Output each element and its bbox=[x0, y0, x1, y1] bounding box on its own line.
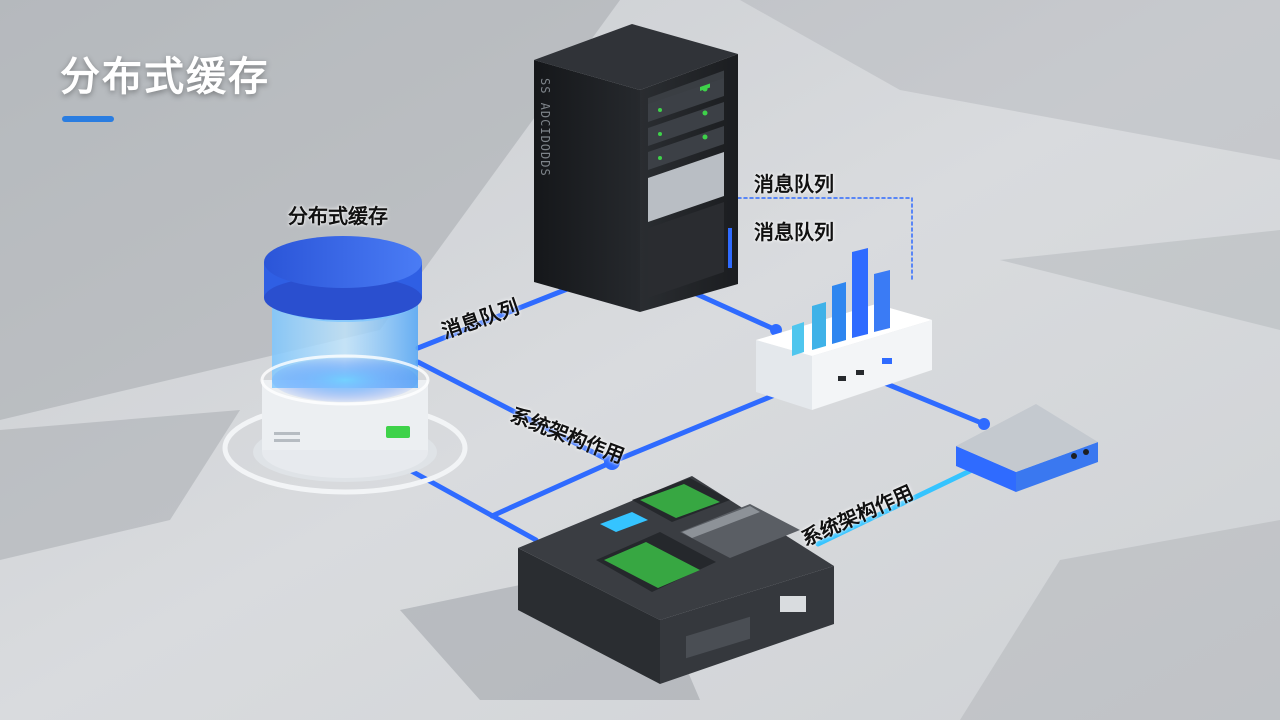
shadow-area bbox=[740, 0, 1280, 160]
shadow-area bbox=[0, 0, 620, 420]
link-analytics-router bbox=[879, 379, 987, 427]
network-switch-icon bbox=[518, 476, 834, 684]
link-hub-analytics bbox=[609, 389, 785, 465]
link-node bbox=[604, 454, 620, 470]
link-server-analytics bbox=[689, 289, 779, 333]
dashed-callout bbox=[737, 197, 913, 283]
bar-chart-device-icon bbox=[756, 248, 932, 410]
router-box-icon bbox=[956, 404, 1098, 492]
message-queue-label: 消息队列 bbox=[754, 172, 834, 196]
server-side-text: SS ADCIDODDS bbox=[538, 78, 552, 177]
message-queue-label: 消息队列 bbox=[754, 220, 834, 244]
page-title: 分布式缓存 bbox=[60, 54, 270, 100]
link-switch-router bbox=[815, 465, 979, 547]
cache-cylinder-icon bbox=[222, 236, 468, 495]
shadow-area bbox=[1000, 230, 1280, 330]
title-underline bbox=[62, 116, 114, 122]
connection-lines bbox=[403, 197, 987, 547]
link-hub-switch bbox=[489, 459, 615, 519]
cache-label: 分布式缓存 bbox=[288, 204, 388, 228]
link-node bbox=[978, 418, 990, 430]
server-rack-icon bbox=[534, 24, 738, 312]
link-cache-hub bbox=[415, 359, 615, 465]
shadow-area bbox=[960, 520, 1280, 720]
link-cache-server bbox=[415, 279, 588, 351]
link-node bbox=[770, 324, 782, 336]
shadow-area bbox=[0, 410, 240, 560]
